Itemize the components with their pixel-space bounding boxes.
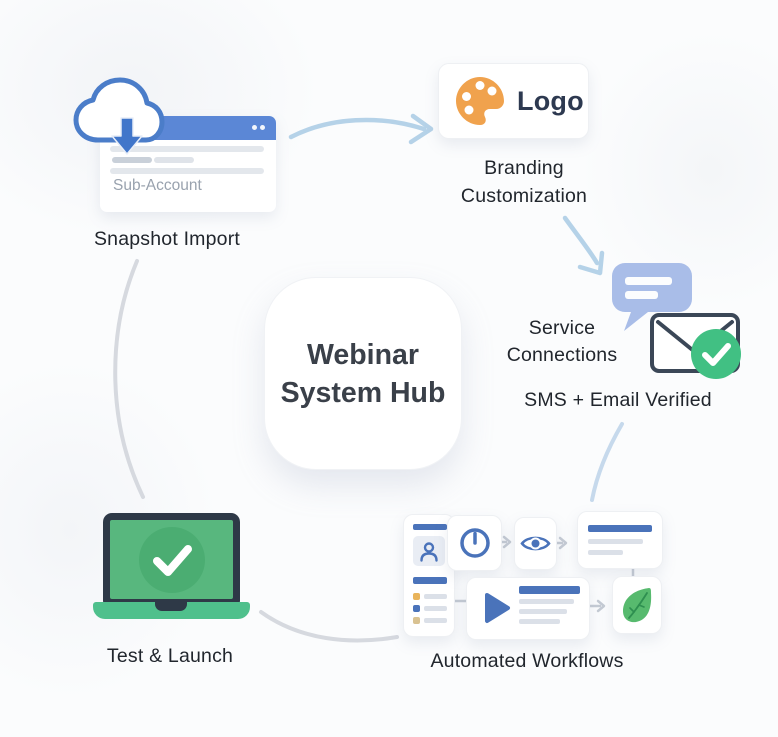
service-connections-label: Service Connections xyxy=(506,317,618,366)
download-arrow-icon xyxy=(111,117,143,155)
wf-line xyxy=(519,599,574,604)
wf-watch-card xyxy=(514,517,557,570)
wf-line xyxy=(519,619,560,624)
test-launch-label: Test & Launch xyxy=(106,645,234,667)
wf-video-card xyxy=(466,577,590,640)
hub-title-line1: Webinar xyxy=(307,338,419,371)
sms-email-verified-label: SMS + Email Verified xyxy=(524,389,712,411)
wf-contact-card xyxy=(403,514,455,637)
wf-line xyxy=(424,594,447,599)
cloud-icon xyxy=(73,77,165,143)
placeholder-line xyxy=(154,157,194,163)
automated-workflows-label: Automated Workflows xyxy=(430,650,624,672)
wf-leaf-card xyxy=(612,576,662,634)
placeholder-line xyxy=(110,168,264,174)
laptop-display xyxy=(110,520,233,599)
wf-bar xyxy=(413,524,447,530)
wf-line xyxy=(424,606,447,611)
placeholder-line xyxy=(112,157,152,163)
wf-bar xyxy=(588,525,652,532)
chat-bubble-icon xyxy=(612,263,692,331)
branding-label: Branding Customization xyxy=(460,157,588,207)
branding-card: Logo xyxy=(438,63,589,139)
wf-arrowhead xyxy=(558,536,568,550)
palette-icon xyxy=(456,77,504,125)
window-dot-icon xyxy=(252,125,257,130)
arc-workflows-to-testlaunch xyxy=(259,610,399,643)
wf-line xyxy=(424,618,447,623)
person-icon xyxy=(413,536,445,566)
wf-arrowhead xyxy=(502,535,512,549)
play-icon xyxy=(485,593,510,623)
eye-icon xyxy=(520,536,551,551)
wf-document-card xyxy=(577,511,663,569)
window-dot-icon xyxy=(260,125,265,130)
sub-account-caption: Sub-Account xyxy=(113,177,202,194)
webinar-system-hub: Webinar System Hub xyxy=(264,277,462,470)
laptop-notch xyxy=(155,602,187,611)
wf-bar xyxy=(519,586,580,594)
logo-badge-text: Logo xyxy=(517,85,584,116)
success-check-icon xyxy=(138,526,205,593)
list-bullet xyxy=(413,617,420,624)
list-bullet xyxy=(413,593,420,600)
wf-bar xyxy=(413,577,447,584)
arc-testlaunch-to-snapshot xyxy=(113,259,145,499)
leaf-icon xyxy=(623,588,652,623)
placeholder-line xyxy=(110,146,264,152)
laptop-screen xyxy=(103,513,240,604)
arrowhead xyxy=(577,250,605,276)
wf-schedule-card xyxy=(447,515,502,571)
wf-line xyxy=(588,550,623,555)
clock-icon xyxy=(459,528,490,558)
laptop-icon xyxy=(93,513,250,621)
arrowhead xyxy=(408,113,434,145)
verified-check-icon xyxy=(691,329,741,379)
arrow-snapshot-to-branding xyxy=(288,117,427,140)
arrow-branding-to-service xyxy=(562,215,600,266)
hub-title-line2: System Hub xyxy=(280,376,446,409)
wf-line xyxy=(588,539,643,544)
wf-arrowhead xyxy=(596,599,606,613)
wf-line xyxy=(519,609,567,614)
snapshot-import-label: Snapshot Import xyxy=(93,228,241,250)
list-bullet xyxy=(413,605,420,612)
arc-service-to-workflows xyxy=(590,422,624,502)
